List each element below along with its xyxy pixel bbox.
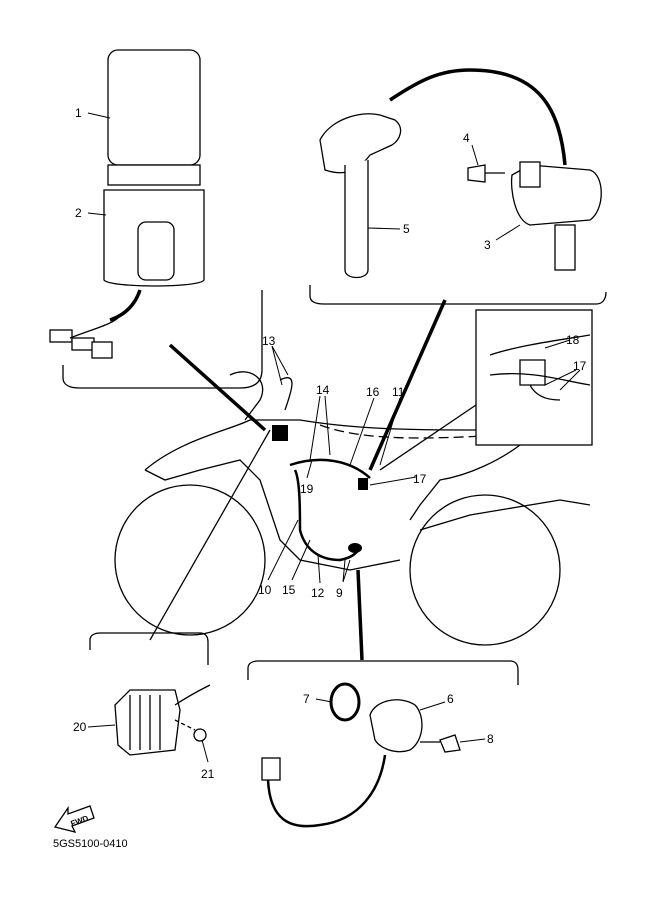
callout-19: 19	[300, 482, 314, 496]
motorcycle-outline	[114, 371, 591, 646]
callout-1: 1	[75, 106, 82, 120]
callouts: 1 2 3 4 5 6 7 8 9 10 11 12 13 14 15 16 1…	[73, 106, 587, 781]
callout-17-inset: 17	[573, 359, 587, 373]
relay-block	[272, 425, 288, 441]
callout-10: 10	[258, 583, 272, 597]
callout-17-main: 17	[413, 472, 427, 486]
inset-bracket-coil	[309, 285, 607, 305]
callout-11: 11	[392, 385, 405, 399]
ignition-coil-assembly	[319, 68, 602, 279]
callout-16: 16	[366, 385, 380, 399]
callout-4: 4	[463, 131, 470, 145]
leader-lines	[87, 112, 581, 763]
detail-inset-box	[475, 309, 593, 446]
callout-21: 21	[201, 767, 215, 781]
callout-18: 18	[566, 333, 580, 347]
cdi-unit	[49, 49, 205, 359]
drawing-number: 5GS5100-0410	[53, 838, 128, 850]
callout-13: 13	[262, 334, 276, 348]
neutral-switch	[261, 682, 461, 828]
callout-7: 7	[303, 692, 310, 706]
callout-8: 8	[487, 732, 494, 746]
callout-2: 2	[75, 206, 82, 220]
rectifier-regulator	[114, 684, 211, 756]
arrow-to-cdi	[168, 343, 267, 432]
callout-12: 12	[311, 586, 325, 600]
front-wheel	[114, 484, 266, 636]
callout-20: 20	[73, 720, 87, 734]
callout-3: 3	[484, 238, 491, 252]
inset-bracket-rectifier	[89, 632, 209, 665]
inset-bracket-switch	[247, 660, 519, 685]
rear-wheel	[409, 494, 561, 646]
forward-arrow-icon: FWD	[53, 805, 95, 833]
inset-bracket-cdi	[62, 290, 263, 389]
arrow-to-inset	[379, 404, 477, 471]
callout-9: 9	[336, 586, 343, 600]
arrow-to-neutral-switch	[356, 569, 364, 661]
callout-15: 15	[282, 583, 296, 597]
callout-14: 14	[316, 383, 330, 397]
arrow-to-coil	[368, 299, 447, 471]
callout-6: 6	[447, 692, 454, 706]
arrow-to-rectifier	[149, 429, 271, 641]
callout-5: 5	[403, 222, 410, 236]
wire-harness	[272, 425, 371, 562]
